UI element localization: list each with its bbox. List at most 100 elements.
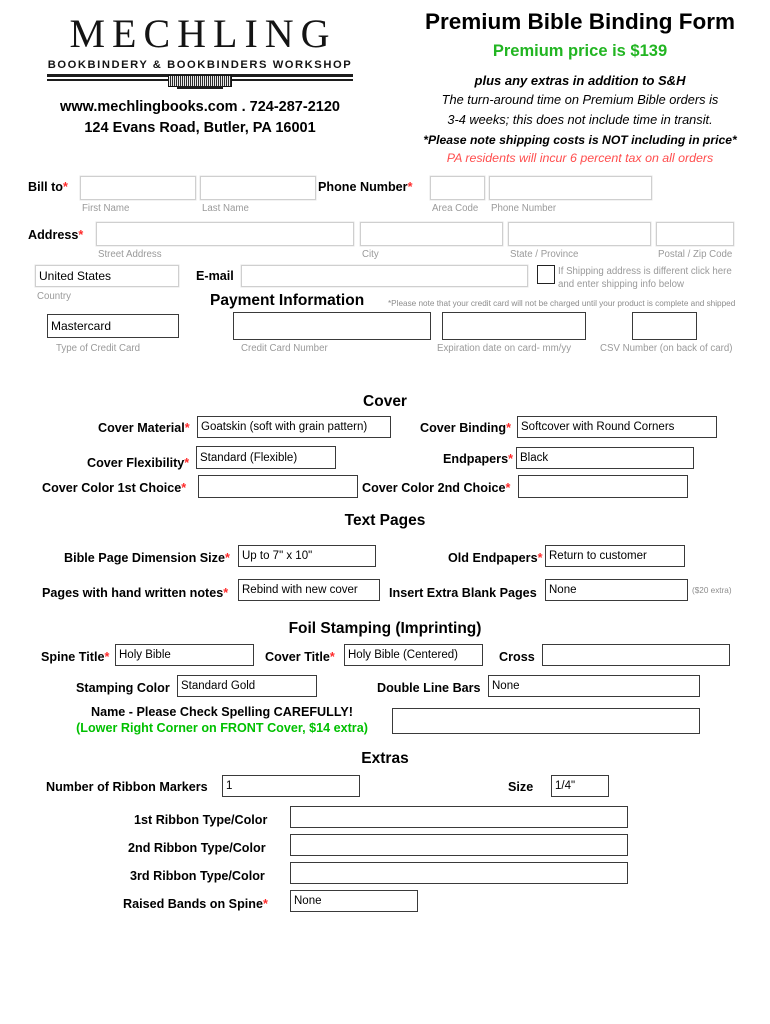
foil-stamping-section-heading: Foil Stamping (Imprinting) (288, 620, 482, 637)
cover-material-label: Cover Material* (98, 421, 190, 435)
shipping-address-checkbox-label: If Shipping address is different click h… (558, 266, 732, 291)
ribbon-1-label: 1st Ribbon Type/Color (134, 813, 268, 827)
postal-code-input[interactable] (656, 222, 734, 246)
text-pages-section-heading: Text Pages (344, 512, 426, 529)
endpapers-input[interactable]: Black (516, 447, 694, 469)
state-province-sublabel: State / Province (510, 249, 579, 260)
cover-title-label: Cover Title* (265, 650, 335, 664)
country-sublabel: Country (37, 291, 71, 302)
tax-note: PA residents will incur 6 percent tax on… (446, 151, 714, 165)
area-code-input[interactable] (430, 176, 485, 200)
state-province-input[interactable] (508, 222, 651, 246)
cover-flexibility-input[interactable]: Standard (Flexible) (196, 446, 336, 469)
name-spelling-label-group: Name - Please Check Spelling CAREFULLY! … (72, 705, 372, 735)
company-logo-wordmark: MECHLING (69, 11, 337, 56)
double-line-bars-input[interactable]: None (488, 675, 700, 697)
insert-blank-pages-extra-note: ($20 extra) (692, 586, 732, 595)
name-spelling-note: (Lower Right Corner on FRONT Cover, $14 … (76, 721, 368, 735)
postal-code-sublabel: Postal / Zip Code (658, 249, 733, 260)
turnaround-line-2: 3-4 weeks; this does not include time in… (447, 112, 713, 128)
credit-card-type-sublabel: Type of Credit Card (56, 343, 140, 354)
expiration-date-sublabel: Expiration date on card- mm/yy (437, 343, 572, 354)
shipping-cost-note: *Please note shipping costs is NOT inclu… (423, 133, 737, 147)
form-header: MECHLING BOOKBINDERY & BOOKBINDERS WORKS… (0, 0, 770, 165)
cover-flexibility-label: Cover Flexibility* (87, 456, 190, 470)
cover-material-input[interactable]: Goatskin (soft with grain pattern) (197, 416, 391, 438)
form-title-block: Premium Bible Binding Form Premium price… (400, 8, 760, 165)
credit-card-type-input[interactable]: Mastercard (47, 314, 179, 338)
first-name-input[interactable] (80, 176, 196, 200)
csv-number-input[interactable] (632, 312, 697, 340)
payment-information-heading: Payment Information (210, 292, 365, 309)
ribbon-3-input[interactable] (290, 862, 628, 884)
extras-statement: plus any extras in addition to S&H (474, 72, 686, 88)
raised-bands-label: Raised Bands on Spine* (123, 897, 268, 911)
payment-charge-note: *Please note that your credit card will … (388, 299, 736, 308)
extras-section-heading: Extras (361, 750, 409, 767)
company-branding: MECHLING BOOKBINDERY & BOOKBINDERS WORKS… (0, 8, 400, 139)
cross-label: Cross (499, 650, 535, 664)
printing-press-icon (168, 75, 232, 89)
ribbon-2-input[interactable] (290, 834, 628, 856)
company-website-phone: www.mechlingbooks.com . 724-287-2120 (60, 99, 340, 115)
insert-blank-pages-label: Insert Extra Blank Pages (389, 586, 537, 600)
cover-binding-label: Cover Binding* (420, 421, 511, 435)
company-logo-subtitle: BOOKBINDERY & BOOKBINDERS WORKSHOP (47, 59, 353, 71)
cover-color-2nd-label: Cover Color 2nd Choice* (362, 481, 511, 495)
ribbon-2-label: 2nd Ribbon Type/Color (128, 841, 266, 855)
cover-color-2nd-input[interactable] (518, 475, 688, 498)
old-endpapers-label: Old Endpapers* (448, 551, 543, 565)
old-endpapers-input[interactable]: Return to customer (545, 545, 685, 567)
ribbon-markers-input[interactable]: 1 (222, 775, 360, 797)
company-contact-info: www.mechlingbooks.com . 724-287-2120 124… (0, 97, 400, 139)
email-input[interactable] (241, 265, 528, 287)
street-address-input[interactable] (96, 222, 354, 246)
phone-number-sublabel: Phone Number (491, 203, 557, 214)
country-input[interactable]: United States (35, 265, 179, 287)
insert-blank-pages-input[interactable]: None (545, 579, 688, 601)
name-imprint-input[interactable] (392, 708, 700, 734)
hand-written-notes-label: Pages with hand written notes* (42, 586, 229, 600)
ribbon-1-input[interactable] (290, 806, 628, 828)
spine-title-input[interactable]: Holy Bible (115, 644, 254, 666)
name-spelling-label: Name - Please Check Spelling CAREFULLY! (91, 705, 353, 719)
csv-number-sublabel: CSV Number (on back of card) (600, 343, 733, 354)
raised-bands-input[interactable]: None (290, 890, 418, 912)
phone-number-input[interactable] (489, 176, 652, 200)
cover-color-1st-input[interactable] (198, 475, 358, 498)
bible-page-dimension-label: Bible Page Dimension Size* (64, 551, 230, 565)
stamping-color-input[interactable]: Standard Gold (177, 675, 317, 697)
phone-number-label: Phone Number* (318, 180, 413, 194)
spine-title-label: Spine Title* (41, 650, 110, 664)
area-code-sublabel: Area Code (432, 203, 479, 214)
cross-input[interactable] (542, 644, 730, 666)
credit-card-number-sublabel: Credit Card Number (241, 343, 328, 354)
last-name-input[interactable] (200, 176, 316, 200)
city-sublabel: City (362, 249, 379, 260)
city-input[interactable] (360, 222, 503, 246)
shipping-address-checkbox[interactable] (537, 265, 555, 284)
expiration-date-input[interactable] (442, 312, 586, 340)
hand-written-notes-input[interactable]: Rebind with new cover (238, 579, 380, 601)
street-address-sublabel: Street Address (98, 249, 162, 260)
endpapers-label: Endpapers* (443, 452, 513, 466)
ribbon-size-label: Size (508, 780, 534, 794)
credit-card-number-input[interactable] (233, 312, 431, 340)
ribbon-markers-label: Number of Ribbon Markers (46, 780, 208, 794)
turnaround-line-1: The turn-around time on Premium Bible or… (441, 91, 719, 107)
price-statement: Premium price is $139 (492, 41, 668, 60)
double-line-bars-label: Double Line Bars (377, 681, 481, 695)
logo-divider-ornament (47, 74, 353, 89)
bible-page-dimension-input[interactable]: Up to 7" x 10" (238, 545, 376, 567)
cover-section-heading: Cover (363, 393, 407, 410)
cover-color-1st-label: Cover Color 1st Choice* (42, 481, 187, 495)
last-name-sublabel: Last Name (202, 203, 249, 214)
first-name-sublabel: First Name (82, 203, 130, 214)
page-title: Premium Bible Binding Form (424, 9, 736, 34)
ribbon-3-label: 3rd Ribbon Type/Color (130, 869, 265, 883)
cover-title-input[interactable]: Holy Bible (Centered) (344, 644, 483, 666)
bill-to-label: Bill to* (28, 180, 68, 194)
cover-binding-input[interactable]: Softcover with Round Corners (517, 416, 717, 438)
ribbon-size-input[interactable]: 1/4" (551, 775, 609, 797)
